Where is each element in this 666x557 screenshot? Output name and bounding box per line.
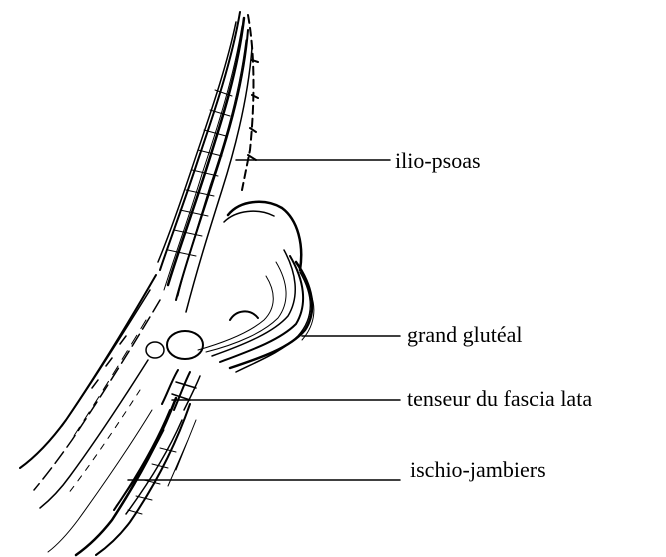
anterior-thigh-sketch <box>20 275 160 552</box>
tenseur-fascia-lata-muscle <box>162 370 200 410</box>
label-grand-gluteal: grand glutéal <box>407 322 522 347</box>
label-ischio-jambiers: ischio-jambiers <box>410 457 546 482</box>
ilio-psoas-muscle <box>158 12 258 312</box>
label-ilio-psoas: ilio-psoas <box>395 148 481 173</box>
grand-gluteal-muscle <box>198 250 314 372</box>
ischio-jambiers-muscle <box>76 398 196 555</box>
label-tenseur-fascia-lata: tenseur du fascia lata <box>407 386 592 411</box>
